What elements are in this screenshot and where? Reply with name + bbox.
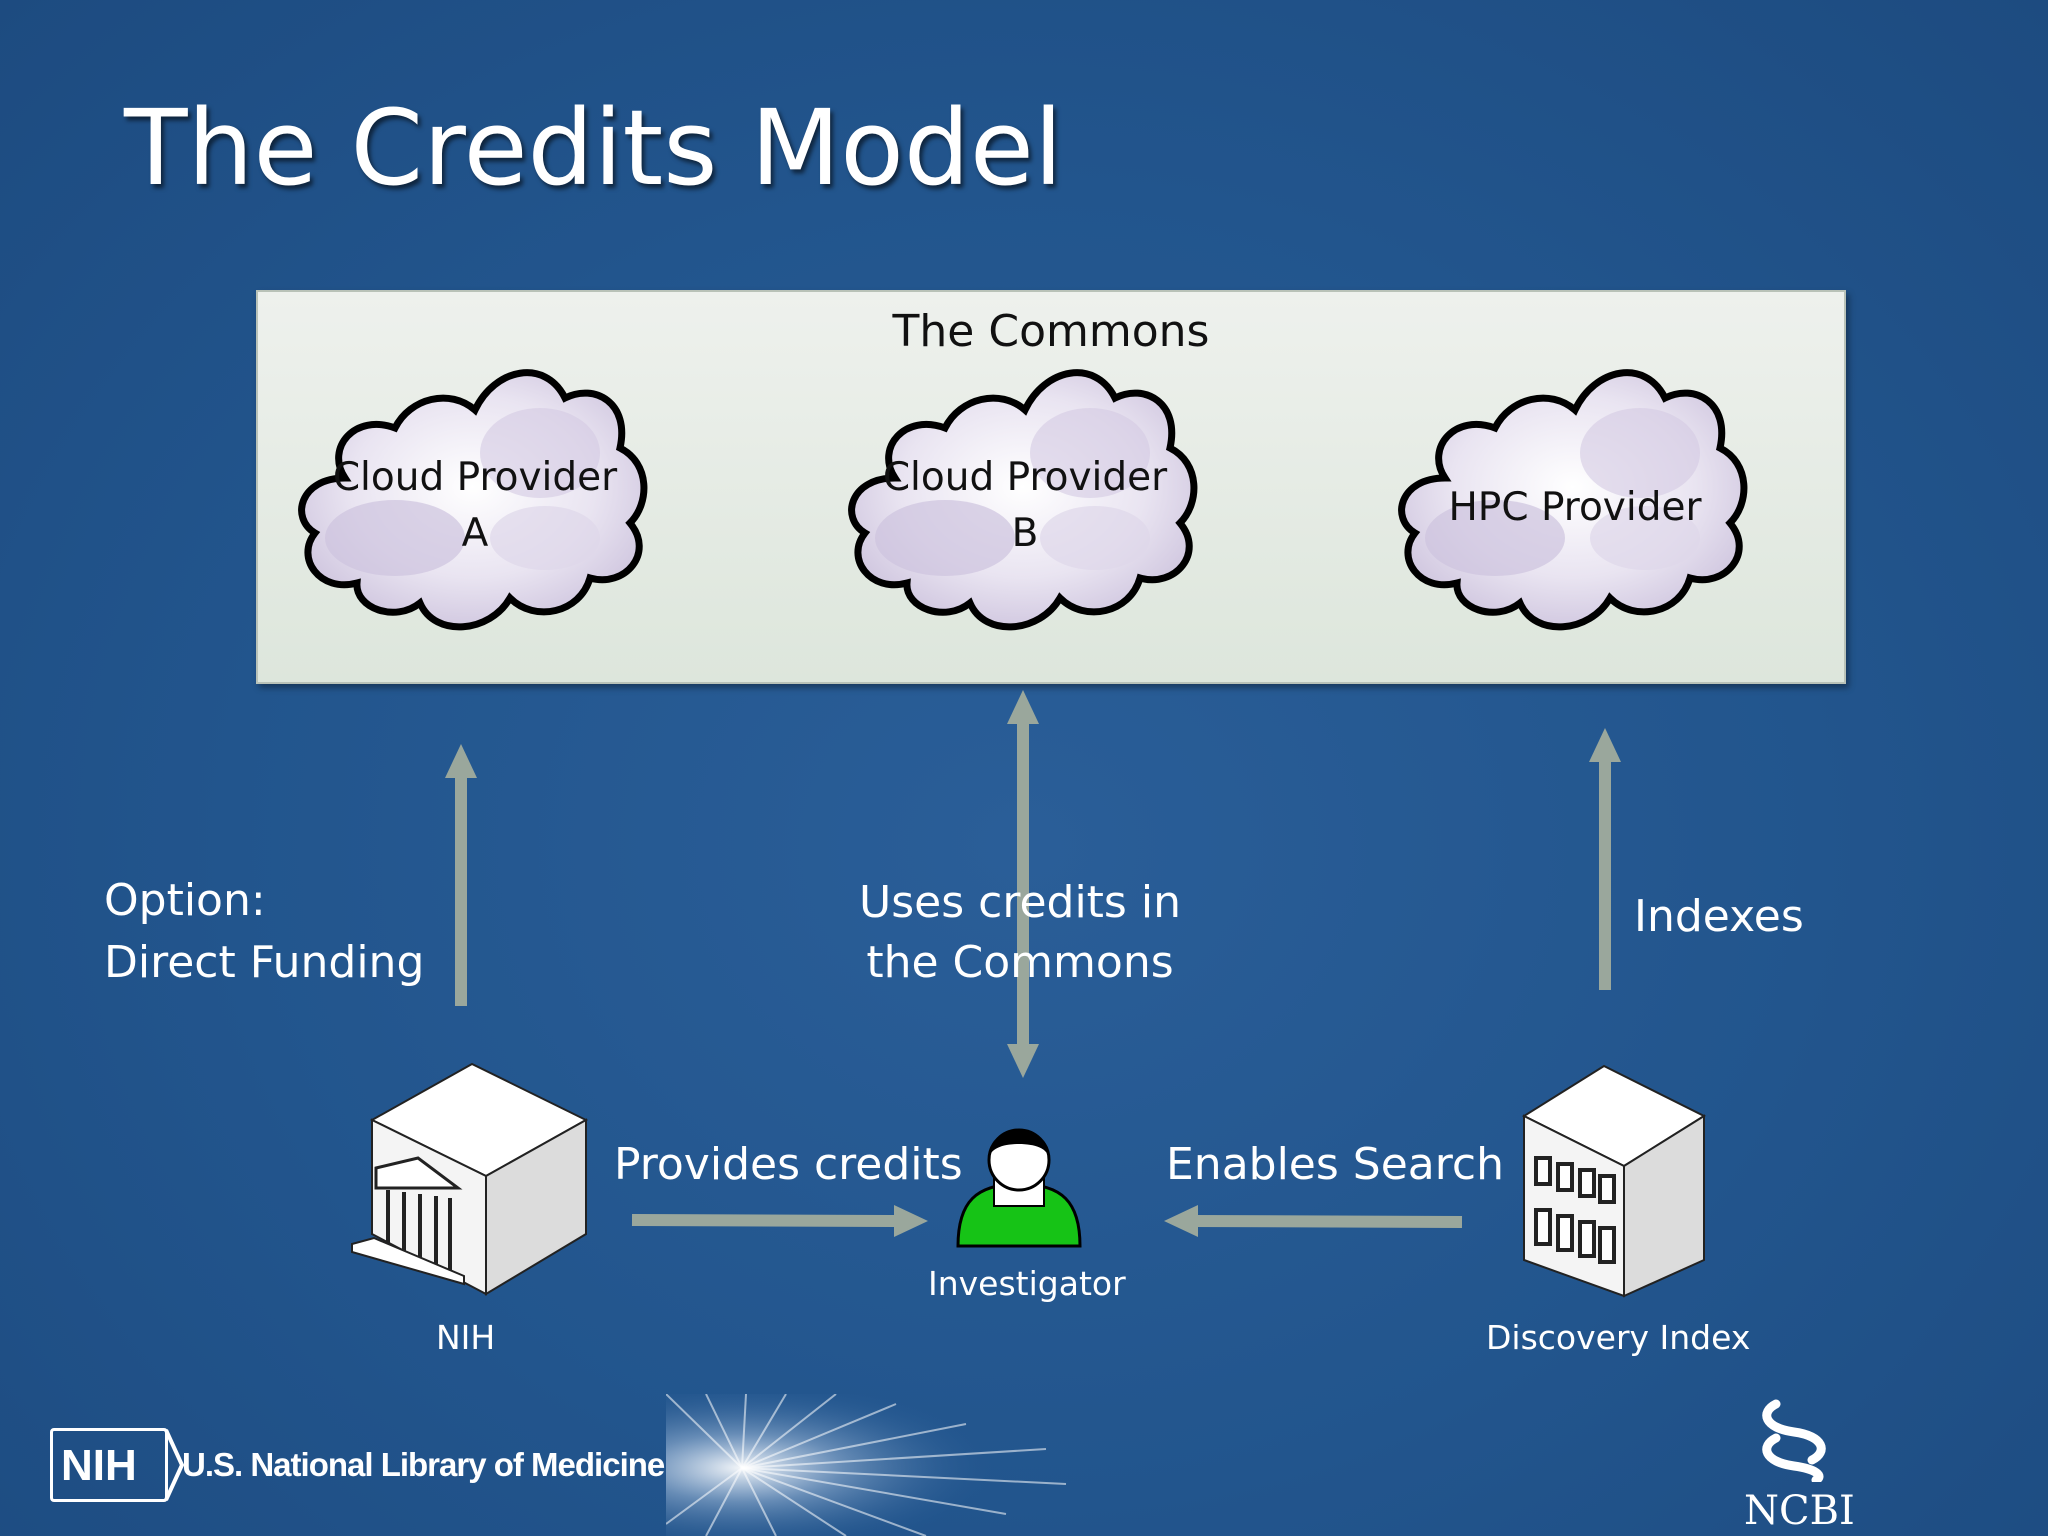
uses-credits-line2: the Commons	[866, 937, 1174, 988]
option-label-line1: Option:	[104, 875, 266, 926]
nih-logo-text: NIH	[61, 1441, 137, 1490]
cloud-provider-a-line1: Cloud Provider	[332, 455, 618, 500]
nih-logo-chevron-icon	[164, 1429, 185, 1501]
cloud-icon	[298, 369, 648, 631]
enables-search-arrow	[1164, 1205, 1463, 1237]
provides-credits-label: Provides credits	[614, 1139, 963, 1190]
nih-logo-badge: NIH	[50, 1428, 168, 1502]
hpc-provider-label: HPC Provider	[1448, 485, 1702, 530]
enables-search-label: Enables Search	[1166, 1139, 1504, 1190]
cloud-provider-a: Cloud Provider A	[285, 358, 665, 648]
investigator-icon	[954, 1118, 1084, 1250]
cloud-icon	[848, 369, 1198, 631]
national-library-of-medicine-text: U.S. National Library of Medicine	[182, 1446, 665, 1483]
provides-credits-arrow	[631, 1205, 928, 1237]
hpc-provider: HPC Provider	[1385, 358, 1765, 648]
slide-title: The Credits Model	[124, 87, 1063, 209]
cloud-provider-b-line2: B	[1011, 511, 1039, 556]
discovery-index-label: Discovery Index	[1486, 1318, 1751, 1357]
cloud-icon	[1398, 369, 1748, 631]
uses-credits-arrow	[1007, 690, 1039, 1078]
investigator-label: Investigator	[928, 1264, 1126, 1303]
commons-label: The Commons	[892, 306, 1210, 357]
nih-building-icon	[346, 1058, 592, 1304]
cloud-provider-a-line2: A	[461, 511, 489, 556]
uses-credits-line1: Uses credits in	[859, 877, 1181, 928]
direct-funding-arrow	[445, 744, 477, 1006]
option-label-line2: Direct Funding	[104, 937, 425, 988]
indexes-label: Indexes	[1634, 891, 1804, 942]
discovery-index-building-icon	[1520, 1060, 1710, 1300]
nih-label: NIH	[436, 1318, 496, 1357]
indexes-arrow	[1589, 728, 1621, 990]
cloud-provider-b: Cloud Provider B	[835, 358, 1215, 648]
cloud-provider-b-line1: Cloud Provider	[882, 455, 1168, 500]
light-burst-graphic	[666, 1394, 1086, 1536]
ncbi-helix-icon	[1762, 1399, 1826, 1482]
ncbi-logo-text: NCBI	[1744, 1488, 1855, 1534]
